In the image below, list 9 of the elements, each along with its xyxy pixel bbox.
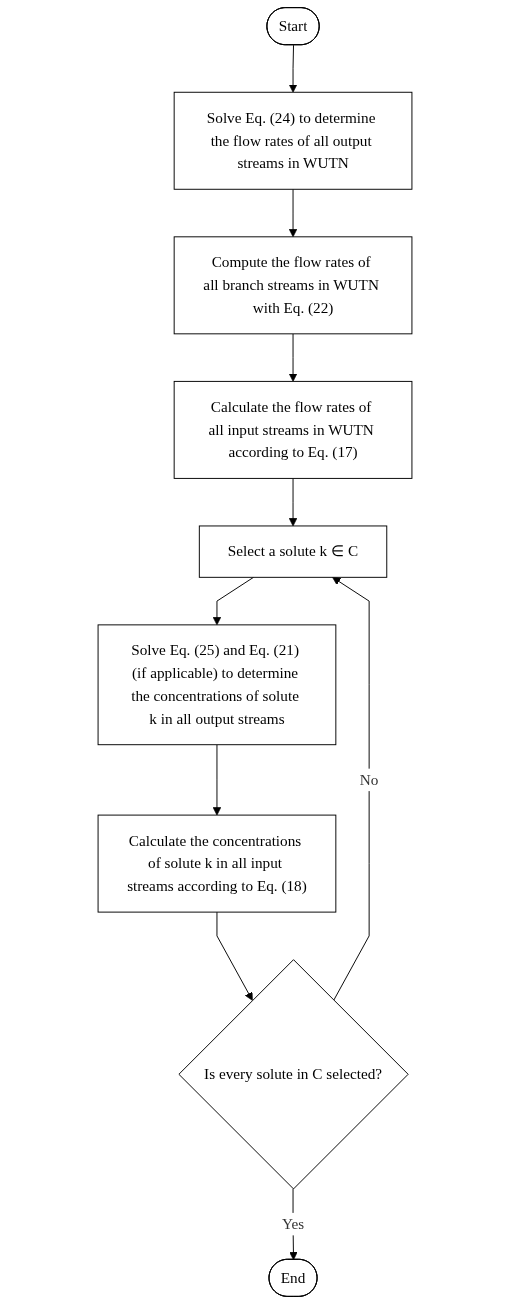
node-box: Compute the flow rates of all branch streams in WUTN with Eq. (22) (173, 236, 412, 335)
node-box: Solve Eq. (25) and Eq. (21) (if applicable) to determine the concentrations of solute k in all output streams (97, 624, 336, 746)
node-box: Select a solute k ∈ C (198, 525, 387, 578)
node-box: Calculate the flow rates of all input streams in WUTN according to Eq. (17) (173, 380, 412, 479)
node-box: Solve Eq. (24) to determine the flow rates of all output streams in WUTN (173, 91, 412, 190)
edge-label: No (359, 771, 378, 788)
edge-label: Yes (281, 1215, 304, 1232)
node-box: Calculate the concentrations of solute k in all input streams according to Eq. (18) (97, 814, 336, 913)
node-diamond: Is every solute in C selected? (177, 959, 409, 1190)
